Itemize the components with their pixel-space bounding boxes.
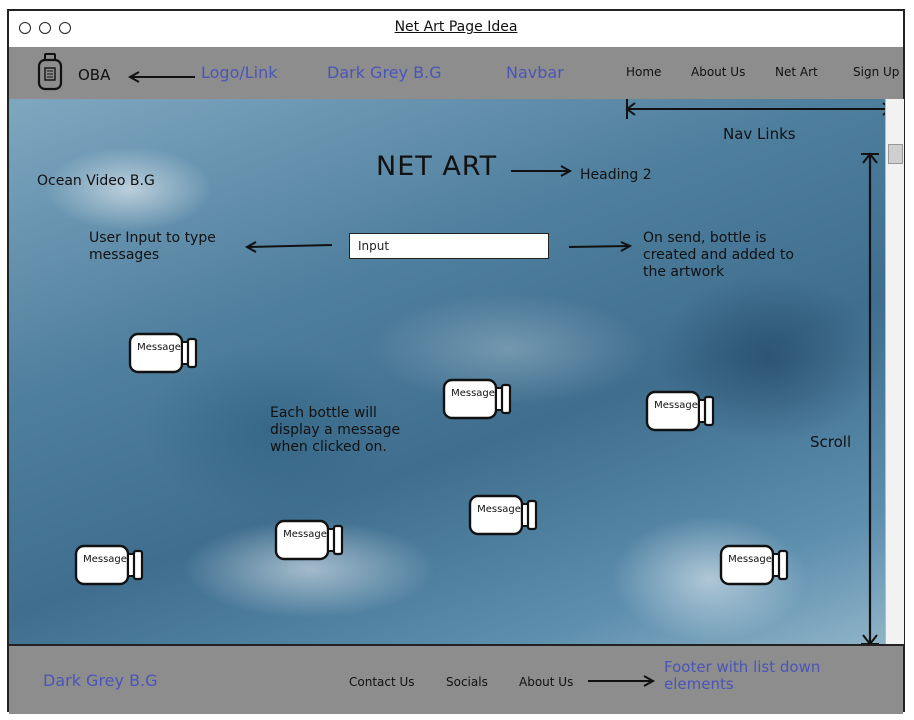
message-bottle[interactable]: Message [128, 330, 198, 378]
bottle-message-label: Message [83, 554, 127, 565]
message-bottle[interactable]: Message [645, 388, 715, 436]
bottle-annotation: Each bottle will display a message when … [270, 405, 401, 455]
window-title: Net Art Page Idea [394, 19, 518, 35]
bottle-message-label: Message [451, 388, 495, 399]
scroll-annotation: Scroll [810, 433, 852, 451]
footer-link-contact-us[interactable]: Contact Us [349, 675, 415, 689]
browser-window: Net Art Page Idea OBA Logo/Link Dark Gre… [7, 9, 905, 714]
bottle-logo-icon[interactable] [37, 53, 63, 91]
logo-annotation: Logo/Link [201, 63, 278, 82]
message-bottle[interactable]: Message [442, 376, 512, 424]
nav-link-sign-up[interactable]: Sign Up [853, 65, 900, 79]
arrow-right-icon [511, 165, 573, 177]
footer-link-socials[interactable]: Socials [446, 675, 488, 689]
bottle-icon [645, 390, 715, 432]
ocean-bg-annotation: Ocean Video B.G [37, 173, 155, 189]
bottle-message-label: Message [283, 529, 327, 540]
bottle-icon [128, 332, 198, 374]
nav-links-annotation: Nav Links [723, 125, 796, 143]
arrow-right-icon [568, 241, 633, 252]
bottle-message-label: Message [477, 504, 521, 515]
bottle-message-label: Message [137, 342, 181, 353]
message-bottle[interactable]: Message [74, 542, 144, 590]
bottle-icon [274, 519, 344, 561]
arrow-left-icon [244, 241, 333, 253]
footer-bg-annotation: Dark Grey B.G [43, 671, 158, 690]
navbar-bg-annotation: Dark Grey B.G [327, 63, 442, 82]
navbar: OBA Logo/Link Dark Grey B.G Navbar Home … [9, 47, 903, 101]
navbar-annotation: Navbar [506, 63, 564, 82]
scroll-arrow-icon [861, 152, 879, 644]
bottle-message-label: Message [654, 400, 698, 411]
ocean-video-background: Nav Links Ocean Video B.G NET ART Headin… [9, 99, 885, 644]
bottle-icon [719, 544, 789, 586]
input-annotation: User Input to type messages [89, 230, 216, 263]
arrow-right-icon [588, 675, 656, 687]
title-bar: Net Art Page Idea [9, 11, 903, 49]
message-input[interactable] [349, 233, 549, 259]
footer-annotation: Footer with list down elements [664, 658, 821, 693]
nav-link-net-art[interactable]: Net Art [775, 65, 818, 79]
minimize-window-icon[interactable] [39, 22, 51, 34]
footer-link-about-us[interactable]: About Us [519, 675, 574, 689]
nav-links-bracket-icon [625, 99, 885, 119]
bottle-icon [468, 494, 538, 536]
maximize-window-icon[interactable] [59, 22, 71, 34]
vertical-scrollbar[interactable] [885, 99, 904, 644]
message-bottle[interactable]: Message [274, 517, 344, 565]
scrollbar-thumb[interactable] [888, 144, 903, 164]
nav-link-home[interactable]: Home [626, 65, 662, 79]
close-window-icon[interactable] [19, 22, 31, 34]
heading-annotation: Heading 2 [580, 167, 652, 183]
page-heading: NET ART [376, 151, 498, 182]
brand-name[interactable]: OBA [78, 66, 111, 84]
bottle-icon [74, 544, 144, 586]
message-bottle[interactable]: Message [719, 542, 789, 590]
send-annotation: On send, bottle is created and added to … [643, 230, 794, 280]
nav-link-about-us[interactable]: About Us [691, 65, 746, 79]
arrow-left-icon [127, 71, 195, 83]
bottle-icon [442, 378, 512, 420]
footer: Dark Grey B.G Contact Us Socials About U… [9, 644, 903, 714]
bottle-message-label: Message [728, 554, 772, 565]
message-bottle[interactable]: Message [468, 492, 538, 540]
